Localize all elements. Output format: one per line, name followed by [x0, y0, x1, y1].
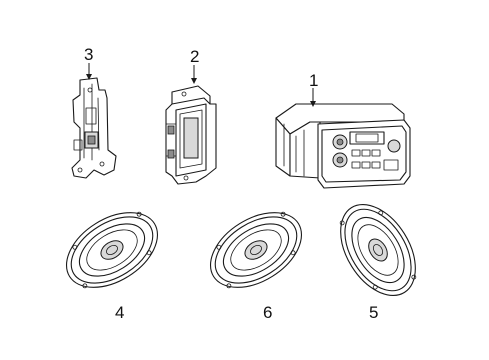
bracket-part-3 — [71, 77, 117, 179]
radio-part-1 — [275, 103, 411, 189]
speaker-part-4 — [65, 211, 159, 289]
arrow-2 — [191, 65, 197, 84]
speaker-part-5 — [339, 203, 417, 297]
arrow-1 — [310, 88, 316, 107]
module-part-2 — [165, 85, 217, 185]
callout-6: 6 — [263, 303, 272, 322]
speaker-part-6 — [209, 211, 303, 289]
callout-4: 4 — [115, 303, 124, 322]
callout-2: 2 — [190, 47, 199, 66]
callout-5: 5 — [369, 303, 378, 322]
callout-1: 1 — [309, 71, 318, 90]
arrow-3 — [86, 63, 92, 80]
callout-3: 3 — [84, 45, 93, 64]
